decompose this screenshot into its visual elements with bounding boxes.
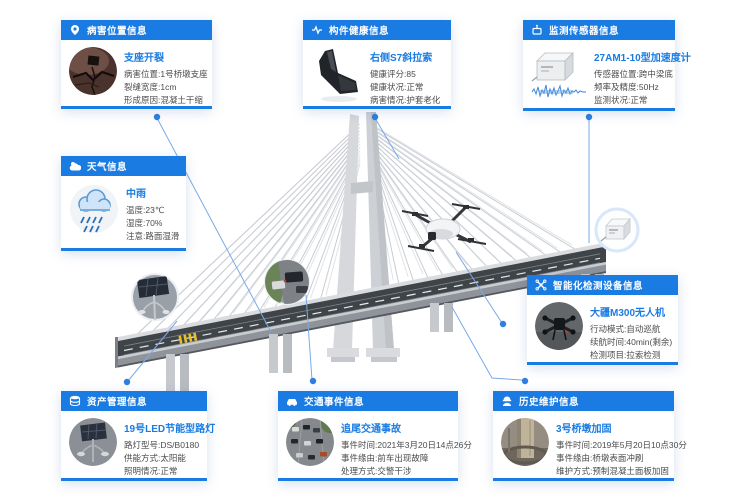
info-row: 温度:23℃ — [126, 205, 165, 215]
device-item-title: 大疆M300无人机 — [590, 308, 666, 319]
info-row: 检测项目:拉索检测 — [590, 350, 661, 360]
card-header-label: 构件健康信息 — [329, 26, 390, 37]
cable-anchor-photo — [311, 47, 363, 110]
traffic-item-title: 追尾交通事故 — [341, 424, 401, 435]
info-row: 注意:路面湿滑 — [126, 231, 180, 241]
info-row: 健康状况:正常 — [370, 82, 424, 92]
bearing-crack-photo — [69, 47, 117, 107]
card-component-health[interactable]: 构件健康信息 右侧S7斜拉索 健康评分:85 健康状况:正常 病害情况:护套老化 — [303, 20, 451, 109]
card-sensor-header: 监测传感器信息 — [523, 20, 675, 40]
hazard-chevron-marking — [178, 332, 198, 344]
card-maintenance-history[interactable]: 历史维护信息 3号桥墩加固 事件时间:2019年5月20日10点30分 事件缘由… — [493, 391, 687, 481]
info-row: 事件缘由:前车出现故障 — [341, 453, 429, 463]
map-pin-icon — [69, 24, 81, 36]
info-row: 形成原因:混凝土干缩 — [124, 95, 203, 105]
info-row: 病害情况:护套老化 — [370, 95, 441, 105]
info-row: 病害位置:1号桥墩支座 — [124, 69, 208, 79]
info-row: 监测状况:正常 — [594, 95, 648, 105]
worker-icon — [501, 395, 513, 407]
accelerometer-photo — [531, 47, 587, 107]
card-disease-header: 病害位置信息 — [61, 20, 212, 40]
card-weather[interactable]: 天气信息 中雨 温度:23℃ 湿度:70% 注 — [61, 156, 186, 251]
card-header-label: 天气信息 — [87, 162, 128, 173]
card-traffic-header: 交通事件信息 — [278, 391, 458, 411]
card-smart-device[interactable]: 智能化检测设备信息 大疆M300无人机 — [527, 275, 678, 365]
info-row: 健康评分:85 — [370, 69, 416, 79]
card-sensor-info[interactable]: 监测传感器信息 27AM1-10型加速度计 传感器位置:跨中梁底 频率及精度:5… — [523, 20, 691, 111]
asset-item-title: 19号LED节能型路灯 — [124, 424, 216, 435]
traffic-jam-photo — [286, 418, 334, 478]
card-header-label: 资产管理信息 — [87, 397, 148, 408]
heartbeat-icon — [311, 24, 323, 36]
card-header-label: 历史维护信息 — [519, 397, 580, 408]
card-asset-management[interactable]: 资产管理信息 19号LED节能型路灯 — [61, 391, 216, 481]
streetlamp-photo — [69, 418, 117, 478]
sun-cloud-icon — [69, 160, 81, 172]
database-icon — [69, 395, 81, 407]
card-disease-location[interactable]: 病害位置信息 支座开裂 病害位置:1号桥墩支座 裂缝宽度:1cm 形成原因:混凝… — [61, 20, 212, 109]
info-row: 照明情况:正常 — [124, 466, 178, 476]
connector-dots — [123, 113, 593, 386]
info-row: 传感器位置:跨中梁底 — [594, 69, 673, 79]
card-maintenance-header: 历史维护信息 — [493, 391, 674, 411]
info-row: 频率及精度:50Hz — [594, 82, 659, 92]
weather-item-title: 中雨 — [126, 189, 146, 200]
component-item-title: 右侧S7斜拉索 — [370, 53, 433, 64]
info-row: 处理方式:交警干涉 — [341, 466, 412, 476]
card-traffic-event[interactable]: 交通事件信息 — [278, 391, 472, 481]
card-weather-header: 天气信息 — [61, 156, 186, 176]
info-row: 维护方式:预制混凝土面板加固 — [556, 466, 669, 476]
info-row: 事件时间:2019年5月20日10点30分 — [556, 440, 687, 450]
sensor-item-title: 27AM1-10型加速度计 — [594, 53, 691, 64]
card-header-label: 交通事件信息 — [304, 397, 365, 408]
drone-icon — [535, 279, 547, 291]
info-row: 裂缝宽度:1cm — [124, 82, 177, 92]
sensor-box-icon — [531, 24, 543, 36]
card-device-header: 智能化检测设备信息 — [527, 275, 678, 295]
pier-reinforcement-photo — [501, 418, 549, 478]
info-row: 事件缘由:桥墩表面冲刷 — [556, 453, 644, 463]
disease-item-title: 支座开裂 — [124, 53, 164, 64]
info-row: 行动模式:自动巡航 — [590, 324, 661, 334]
traffic-accident-marker[interactable] — [264, 259, 310, 305]
info-row: 续航时间:40min(剩余) — [590, 337, 673, 347]
info-row: 路灯型号:DS/B0180 — [124, 440, 200, 450]
card-asset-header: 资产管理信息 — [61, 391, 207, 411]
card-header-label: 病害位置信息 — [87, 26, 148, 37]
accelerometer-marker[interactable] — [594, 207, 640, 253]
drone-3d[interactable] — [401, 203, 487, 252]
maintenance-item-title: 3号桥墩加固 — [556, 424, 612, 435]
card-header-label: 智能化检测设备信息 — [553, 281, 644, 292]
streetlamp-marker[interactable] — [131, 273, 179, 321]
drone-photo — [535, 302, 583, 362]
car-icon — [286, 395, 298, 407]
info-row: 湿度:70% — [126, 218, 163, 228]
info-row: 事件时间:2021年3月20日14点26分 — [341, 440, 472, 450]
info-row: 供能方式:太阳能 — [124, 453, 186, 463]
rain-cloud-icon — [69, 183, 119, 243]
card-component-header: 构件健康信息 — [303, 20, 451, 40]
connector-lines — [127, 117, 590, 382]
card-header-label: 监测传感器信息 — [549, 26, 620, 37]
